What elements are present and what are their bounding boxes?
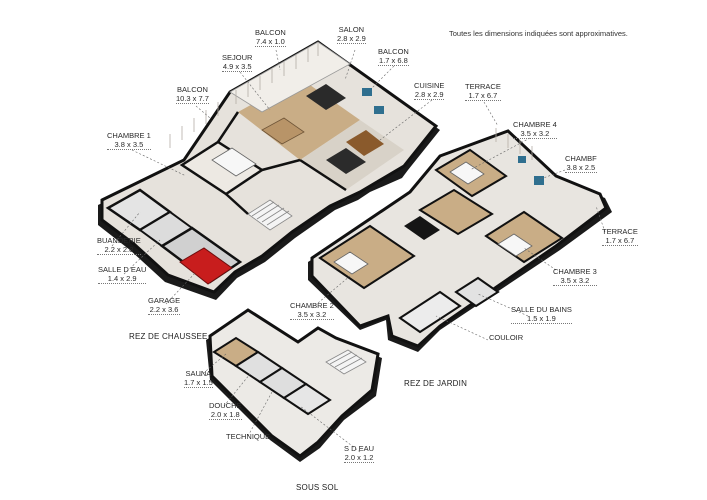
chambre2-floor	[318, 224, 416, 290]
sofa-icon	[306, 84, 346, 110]
s-deau-floor	[282, 382, 332, 416]
room-label-technique: TECHNIQUE	[226, 432, 271, 441]
couloir-floor	[398, 290, 462, 334]
rez-de-chaussee-floor	[98, 40, 440, 300]
sous-sol-floor	[206, 308, 382, 462]
bed-icon	[211, 147, 257, 177]
table-icon	[261, 117, 305, 145]
kitchen-counter-icon	[326, 148, 366, 174]
car-icon	[179, 247, 233, 285]
chambre5-floor	[418, 188, 494, 236]
bed-icon	[497, 233, 533, 257]
stairs-icon	[247, 199, 293, 231]
rez-de-jardin-floor	[308, 128, 612, 352]
leader-lines	[111, 49, 606, 453]
level-title-sous-sol: SOUS SOL	[296, 483, 339, 492]
balcon-top-area	[229, 41, 351, 113]
chair-icon	[362, 88, 372, 96]
bed-icon	[449, 161, 485, 185]
chair-icon	[374, 106, 384, 114]
chair-icon	[518, 156, 526, 163]
room-label-couloir: COULOIR	[489, 333, 524, 342]
stairs-icon	[325, 349, 367, 375]
cabinet-icon	[404, 216, 440, 240]
level-title-jardin: REZ DE JARDIN	[404, 379, 468, 388]
chair-icon	[534, 176, 544, 185]
bed-icon	[333, 251, 369, 275]
level-title-rdc: REZ DE CHAUSSEE	[129, 332, 208, 341]
disclaimer-note: Toutes les dimensions indiquées sont app…	[449, 29, 628, 38]
salle-bains-floor	[454, 276, 500, 308]
kitchen-island-icon	[346, 130, 384, 156]
